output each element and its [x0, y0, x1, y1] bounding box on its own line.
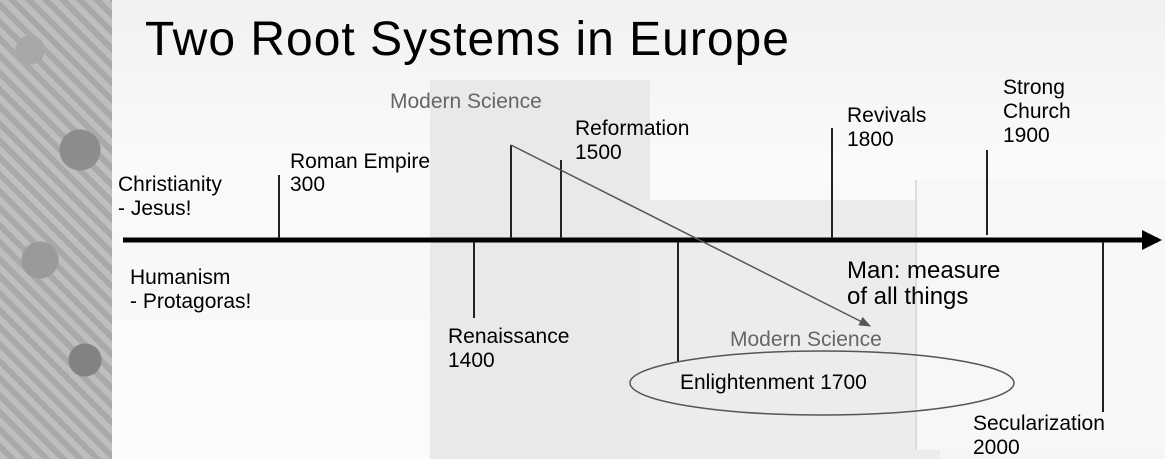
background-panel	[640, 200, 940, 459]
label-line: 1900	[1003, 124, 1050, 147]
label-line: Secularization	[973, 412, 1105, 435]
background-panel	[112, 320, 432, 459]
label-line: Church	[1003, 100, 1071, 123]
label-modern-science-bottom: Modern Science	[730, 328, 882, 351]
label-reformation: Reformation 1500	[575, 117, 689, 165]
label-christianity: Christianity - Jesus!	[118, 173, 222, 221]
label-line: Reformation	[575, 117, 690, 140]
label-roman-year: 300	[290, 173, 326, 196]
label-line: 2000	[973, 436, 1020, 459]
label-secularization: Secularization 2000	[973, 412, 1105, 459]
label-enlightenment: Enlightenment 1700	[680, 371, 867, 394]
label-man-measure: Man: measure of all things	[847, 258, 1000, 310]
label-modern-science-top: Modern Science	[390, 90, 542, 113]
gear-decoration	[0, 0, 112, 459]
label-line: Renaissance	[448, 325, 570, 348]
background-panel	[915, 180, 1165, 450]
label-line: 1800	[847, 128, 894, 151]
label-strong-church: Strong Church 1900	[1003, 76, 1071, 148]
enlightenment-ellipse	[629, 350, 1015, 416]
label-line: Christianity	[118, 173, 222, 196]
label-line: - Jesus!	[118, 197, 192, 220]
label-roman-empire: Roman Empire	[290, 150, 431, 173]
label-line: Strong	[1003, 76, 1065, 99]
label-line: Man: measure	[847, 257, 1001, 284]
label-renaissance: Renaissance 1400	[448, 325, 569, 373]
label-line: 1400	[448, 349, 495, 372]
label-line: 1500	[575, 141, 622, 164]
label-revivals: Revivals 1800	[847, 104, 926, 152]
label-line: Revivals	[847, 104, 927, 127]
label-line: - Protagoras!	[130, 290, 252, 313]
label-line: Humanism	[130, 266, 231, 289]
page-title: Two Root Systems in Europe	[145, 13, 790, 66]
label-line: of all things	[847, 283, 969, 310]
label-humanism: Humanism - Protagoras!	[130, 266, 251, 314]
background-panel	[430, 80, 650, 459]
modern-science-connector	[510, 144, 872, 327]
